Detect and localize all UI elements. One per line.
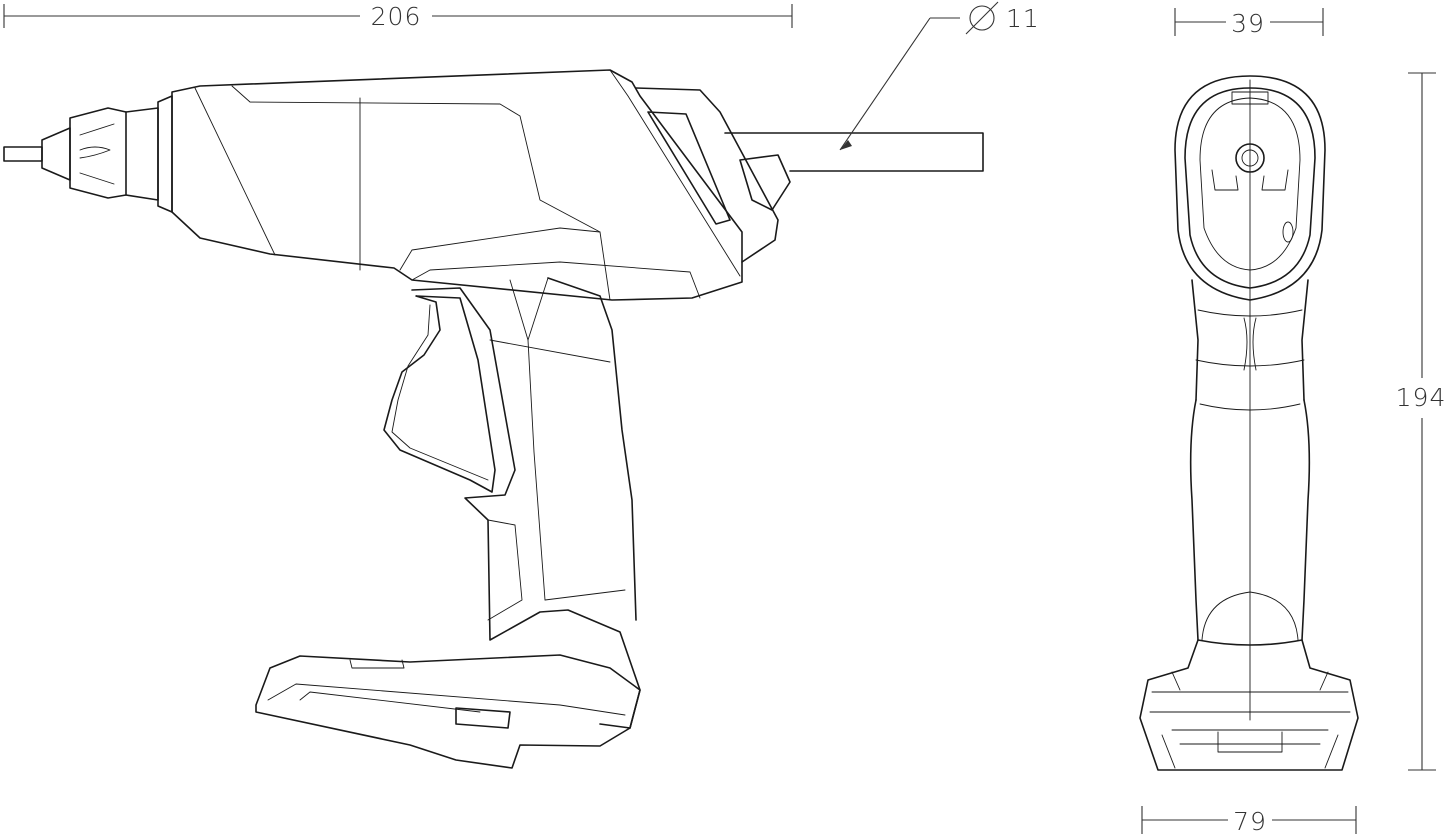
trigger <box>383 295 496 493</box>
height-value: 194 <box>1396 383 1445 412</box>
base-width-value: 79 <box>1233 807 1267 836</box>
front-grip <box>1189 399 1311 646</box>
front-head <box>1174 75 1326 301</box>
base-width-dimension: 79 <box>1141 806 1357 836</box>
length-dimension: 206 <box>3 2 793 31</box>
diameter-icon <box>965 1 999 35</box>
height-dimension: 194 <box>1396 72 1445 771</box>
front-view: 39 194 79 <box>1139 8 1445 836</box>
glue-stick <box>724 132 984 172</box>
rear-cap <box>635 87 791 263</box>
side-view: 206 11 <box>3 1 1040 769</box>
gun-body <box>171 69 743 301</box>
diameter-dimension: 11 <box>839 1 1040 151</box>
length-value: 206 <box>371 2 422 31</box>
nozzle-width-value: 39 <box>1231 9 1265 38</box>
handle <box>411 277 641 729</box>
nozzle-width-dimension: 39 <box>1174 8 1324 38</box>
diameter-value: 11 <box>1006 4 1040 33</box>
front-neck <box>1191 279 1309 401</box>
front-base <box>1139 639 1359 771</box>
nozzle <box>3 95 173 213</box>
battery-base <box>255 654 641 769</box>
